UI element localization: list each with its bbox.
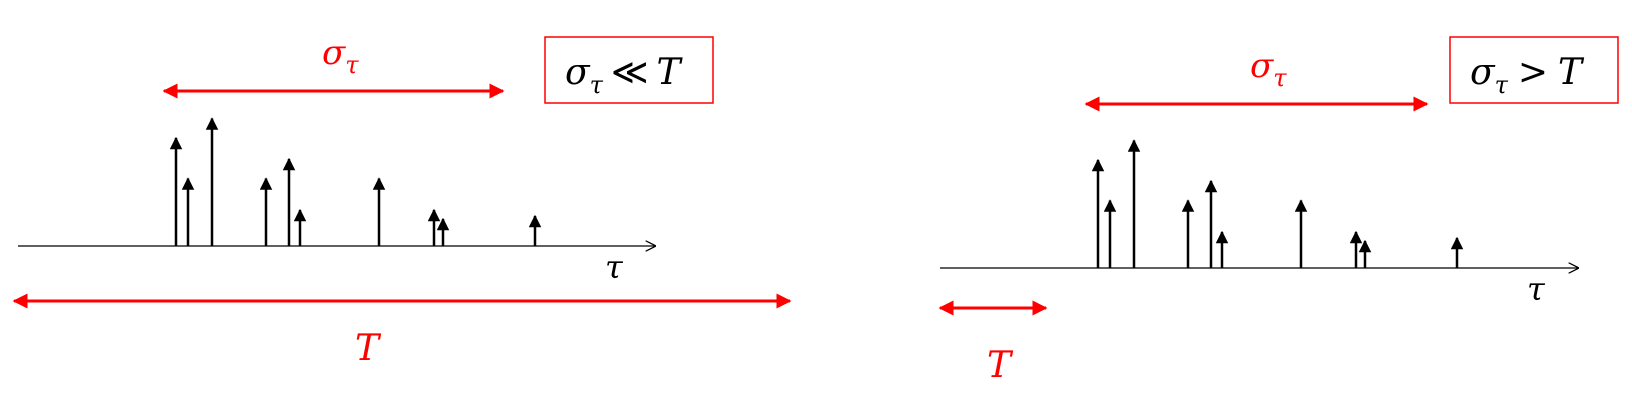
left-period-label: T bbox=[355, 328, 382, 369]
left-condition-box bbox=[544, 36, 714, 104]
right-spread-label: στ bbox=[1250, 46, 1287, 92]
right-condition-text: στ>T bbox=[1470, 52, 1585, 99]
left-condition-text: στ≪T bbox=[565, 52, 684, 99]
right-time-axis-label: τ bbox=[1527, 270, 1546, 308]
left-impulse-group bbox=[169, 117, 542, 246]
right-condition-box bbox=[1449, 36, 1619, 104]
right-panel: στ στ>T τ T bbox=[938, 36, 1619, 386]
left-panel: στ στ≪T τ T bbox=[12, 33, 792, 369]
left-time-axis-label: τ bbox=[605, 248, 624, 286]
left-spread-label: στ bbox=[322, 33, 359, 79]
right-period-label: T bbox=[987, 345, 1014, 386]
right-impulse-group bbox=[1091, 139, 1464, 268]
